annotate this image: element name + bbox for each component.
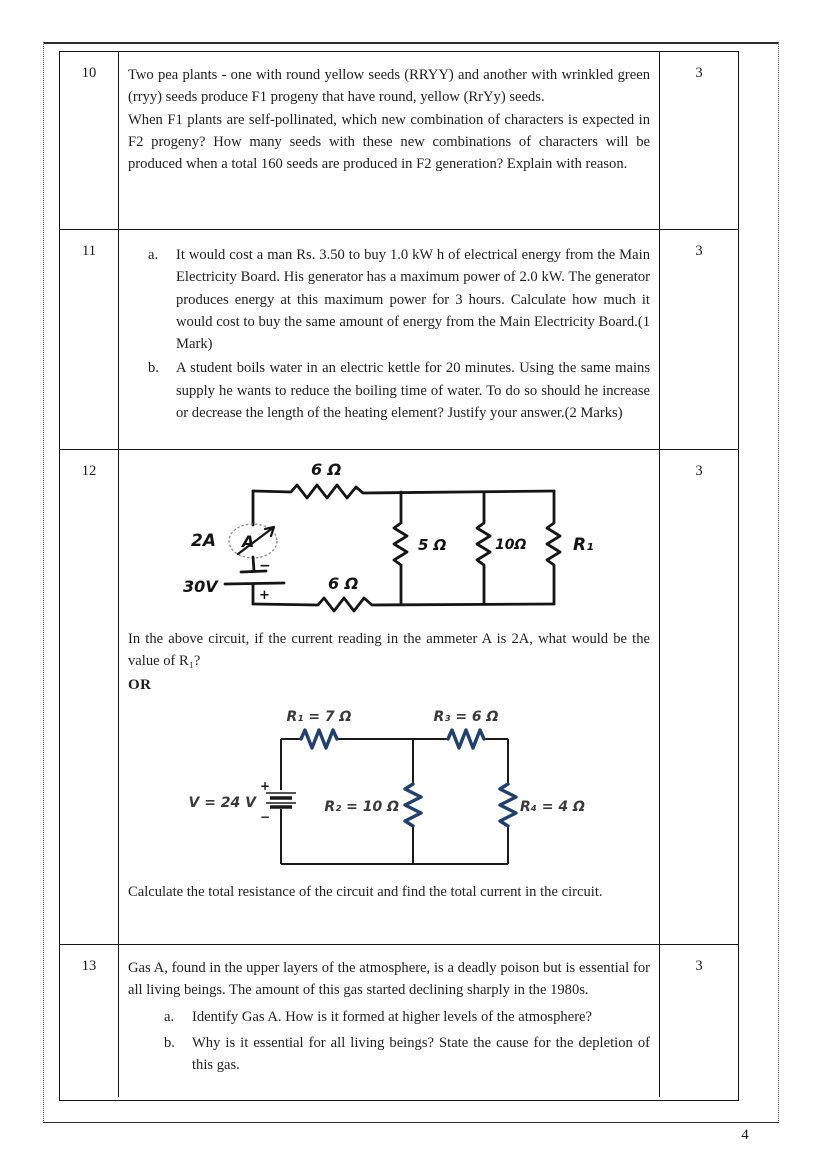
hand-drawn-circuit-diagram: A − + bbox=[183, 460, 594, 613]
marks-value: 3 bbox=[659, 945, 738, 1097]
battery-minus-sign: − bbox=[259, 558, 271, 574]
question-number: 12 bbox=[60, 450, 119, 944]
sub-question-a: a. Identify Gas A. How is it formed at h… bbox=[128, 1006, 650, 1028]
battery-plate-short bbox=[239, 569, 268, 574]
r2-value-label: R₂ = 10 Ω bbox=[324, 799, 399, 815]
question-cell: Two pea plants - one with round yellow s… bbox=[119, 52, 659, 229]
resistor-5-ohm bbox=[392, 490, 409, 606]
question-number: 10 bbox=[60, 52, 119, 229]
page-dashed-border: 10 Two pea plants - one with round yello… bbox=[43, 42, 779, 1123]
resistor-r1-zigzag bbox=[299, 727, 339, 750]
battery-voltage-label: 30V bbox=[183, 577, 219, 596]
battery-stem-top bbox=[251, 555, 256, 573]
battery-plus-sign: + bbox=[259, 588, 270, 603]
question-intro: Gas A, found in the upper layers of the … bbox=[128, 960, 650, 999]
sub-question-b: b. Why is it essential for all living be… bbox=[128, 1032, 650, 1077]
printed-circuit-diagram: + − R₁ = 7 Ω R₃ = 6 Ω V = 24 V R₂ = 10 Ω… bbox=[188, 709, 585, 865]
sub-question-text: It would cost a man Rs. 3.50 to buy 1.0 … bbox=[176, 247, 650, 353]
sub-question-letter: a. bbox=[164, 1008, 175, 1025]
battery-plus-sign: + bbox=[260, 779, 270, 793]
source-voltage-label: V = 24 V bbox=[188, 795, 257, 811]
r3-value-label: R₃ = 6 Ω bbox=[434, 709, 499, 725]
resistor-r1-label: R₁ bbox=[573, 535, 594, 555]
page-number: 4 bbox=[741, 1127, 749, 1143]
marks-value: 3 bbox=[659, 52, 738, 229]
question-row-11: 11 a. It would cost a man Rs. 3.50 to bu… bbox=[60, 229, 738, 449]
question-cell: Gas A, found in the upper layers of the … bbox=[119, 945, 659, 1097]
question-paragraph: Two pea plants - one with round yellow s… bbox=[128, 67, 650, 106]
question-text: In the above circuit, if the current rea… bbox=[128, 631, 650, 670]
question-text: Calculate the total resistance of the ci… bbox=[128, 883, 603, 900]
sub-question-a: a. It would cost a man Rs. 3.50 to buy 1… bbox=[128, 244, 650, 355]
resistor-5-label: 5 Ω bbox=[418, 536, 447, 554]
top-resistor-label: 6 Ω bbox=[311, 460, 341, 479]
marks-value: 3 bbox=[659, 230, 738, 449]
resistor-r3-zigzag bbox=[446, 727, 486, 750]
or-separator: OR bbox=[128, 676, 152, 693]
sub-question-letter: b. bbox=[148, 360, 159, 377]
ammeter-needle-arrow bbox=[236, 525, 276, 556]
question-number: 11 bbox=[60, 230, 119, 449]
questions-table: 10 Two pea plants - one with round yello… bbox=[59, 51, 739, 1101]
resistor-10-ohm bbox=[475, 490, 492, 606]
battery-plate-long bbox=[223, 581, 286, 586]
question-paragraph: When F1 plants are self-pollinated, whic… bbox=[128, 111, 650, 173]
sub-question-text: A student boils water in an electric ket… bbox=[176, 360, 650, 422]
sub-question-b: b. A student boils water in an electric … bbox=[128, 357, 650, 424]
question-row-10: 10 Two pea plants - one with round yello… bbox=[60, 52, 738, 229]
sub-question-letter: b. bbox=[164, 1034, 175, 1051]
question-cell: a. It would cost a man Rs. 3.50 to buy 1… bbox=[119, 230, 659, 449]
question-row-12: 12 A bbox=[60, 449, 738, 944]
bottom-resistor-label: 6 Ω bbox=[328, 574, 358, 593]
sub-question-letter: a. bbox=[148, 247, 159, 263]
question-cell: A − + bbox=[119, 450, 659, 944]
battery-minus-sign: − bbox=[260, 810, 270, 824]
bottom-wire-resistor bbox=[251, 596, 556, 613]
resistor-r2-zigzag bbox=[403, 781, 423, 828]
sub-question-text: Why is it essential for all living being… bbox=[192, 1034, 650, 1074]
sub-question-text: Identify Gas A. How is it formed at high… bbox=[192, 1008, 593, 1025]
question-row-13: 13 Gas A, found in the upper layers of t… bbox=[60, 944, 738, 1097]
hand-drawn-circuit-figure: A − + bbox=[181, 453, 601, 623]
marks-value: 3 bbox=[659, 450, 738, 944]
question-number: 13 bbox=[60, 945, 119, 1097]
resistor-10-label: 10Ω bbox=[495, 537, 526, 553]
r4-value-label: R₄ = 4 Ω bbox=[520, 799, 585, 815]
top-wire-resistor bbox=[251, 483, 556, 500]
r1-value-label: R₁ = 7 Ω bbox=[287, 709, 352, 725]
printed-circuit-figure: + − R₁ = 7 Ω R₃ = 6 Ω V = 24 V R₂ = 10 Ω… bbox=[186, 699, 601, 874]
ammeter-letter: A bbox=[240, 532, 254, 551]
current-label: 2A bbox=[191, 531, 216, 551]
resistor-r1 bbox=[545, 489, 562, 606]
resistor-r4-zigzag bbox=[498, 781, 518, 828]
